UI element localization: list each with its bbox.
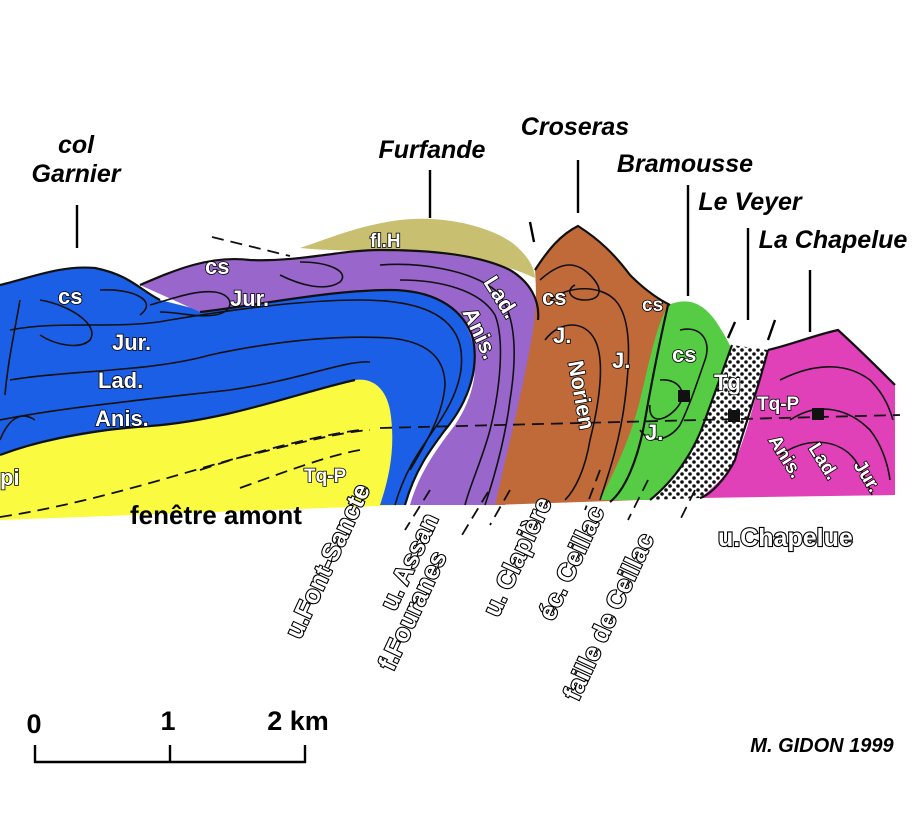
peak-label-furfande: Furfande: [379, 136, 486, 164]
layer-label-lad: Lad.: [98, 368, 143, 393]
scale-label-0: 0: [26, 709, 41, 739]
peak-label-croseras: Croseras: [521, 113, 629, 141]
layer-label-tq-p: Tq-P: [757, 394, 800, 415]
scale-label-2km: 2 km: [267, 706, 329, 736]
layer-label-pi: pi: [0, 465, 20, 490]
brown-clapiere: [495, 226, 670, 505]
peak-label-le-veyer: Le Veyer: [698, 188, 803, 216]
scale-label-1: 1: [160, 706, 175, 736]
unit-label-chapelue: u.Chapelue: [718, 524, 853, 552]
layer-label-cs: cs: [672, 342, 696, 367]
marker-square: [728, 410, 740, 422]
green-ceillac: [600, 301, 732, 500]
marker-square: [678, 390, 690, 402]
layer-label-tg: Tg: [714, 370, 741, 395]
layer-label-jur: Jur.: [230, 286, 269, 311]
purple-unit: [140, 250, 539, 505]
peak-label-la-chapelue: La Chapelue: [759, 226, 908, 254]
layer-label-cs: cs: [205, 254, 229, 279]
marker-square: [812, 408, 824, 420]
layer-label-j: J.: [645, 420, 663, 445]
peak-label-bramousse: Bramousse: [617, 150, 753, 178]
layer-label-j: J.: [553, 323, 571, 348]
scale-bar: 0 1 2 km: [26, 706, 329, 764]
flysch-helminthoides: [300, 218, 535, 278]
layer-label-fl-h: fl.H: [370, 231, 401, 252]
author-credit: M. GIDON 1999: [750, 735, 894, 757]
layer-label-anis: Anis.: [95, 406, 149, 431]
blue-nappe: [0, 267, 477, 505]
layer-label-cs: cs: [58, 284, 82, 309]
peak-label-col: col: [58, 131, 95, 159]
layer-label-cs: cs: [542, 285, 566, 310]
yellow-window-zone: [0, 377, 407, 520]
layer-label-jur: Jur.: [112, 330, 151, 355]
peak-label-garnier: Garnier: [32, 160, 122, 188]
layer-label-cs: cs: [642, 295, 663, 316]
magenta-chapelue: [700, 330, 895, 498]
layer-label-j: J.: [612, 348, 630, 373]
trias-gypsum-band: [650, 345, 768, 500]
layer-label-tq-p: Tq-P: [304, 466, 347, 487]
window-label: fenêtre amont: [130, 500, 302, 530]
